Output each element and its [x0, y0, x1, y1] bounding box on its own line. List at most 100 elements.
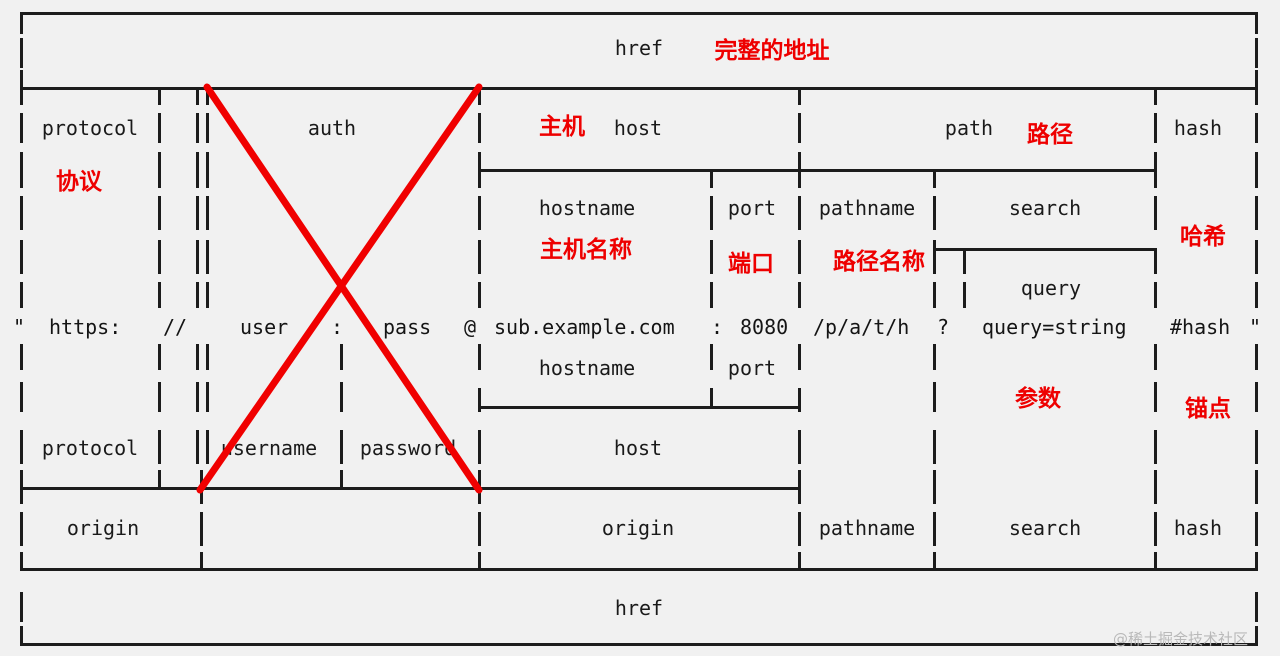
tick-hrefband-right-a [1255, 552, 1258, 570]
annotation-hash: 哈希 [1180, 224, 1226, 250]
divider-query-left-5 [963, 248, 966, 274]
divider-auth-right-3 [478, 152, 481, 188]
tick-origin-search [1154, 470, 1157, 504]
bracket-href-bottom [20, 568, 1258, 571]
divider-slashes-right-9 [196, 430, 199, 464]
divider-right-edge-2 [1255, 113, 1258, 143]
divider-username-right-7 [340, 344, 343, 370]
divider-auth-right-2 [478, 113, 481, 143]
divider-protocol-right-1 [158, 87, 161, 105]
divider-hostname-right-6 [710, 282, 713, 308]
divider-left-edge-4 [20, 196, 23, 230]
tick-hrefband-left-c [20, 626, 23, 646]
bracket-components-top [20, 87, 1258, 90]
label-hash-top: hash [1173, 116, 1223, 140]
tick-hrefband-search-a [1154, 552, 1157, 570]
bracket-origin-top [20, 487, 800, 490]
tick-href-top-right [1255, 12, 1258, 34]
divider-host-right-2 [798, 113, 801, 143]
tick-hrefband-right-c [1255, 626, 1258, 646]
label-origin-right: origin [601, 516, 675, 540]
tick-origin-search-2 [1154, 512, 1157, 546]
divider-right-edge-6 [1255, 282, 1258, 308]
divider-left-edge-9 [20, 430, 23, 464]
divider-auth-left-5 [206, 240, 209, 274]
label-pathname-bottom: pathname [818, 516, 916, 540]
divider-left-edge-5 [20, 240, 23, 274]
annotation-query-params: 参数 [1015, 386, 1061, 412]
tick-origin-left-cap [20, 470, 23, 504]
annotation-protocol: 协议 [56, 169, 102, 195]
tick-href-top-right-end [1255, 70, 1258, 90]
divider-hostname-right-3 [710, 169, 713, 188]
divider-left-edge-3 [20, 152, 23, 188]
annotation-full-address: 完整的地址 [714, 38, 830, 64]
tick-href-top-left-mid [20, 38, 23, 68]
divider-query-left-6 [963, 282, 966, 308]
divider-auth-left-6 [206, 282, 209, 308]
url-part-port: 8080 [740, 315, 789, 339]
divider-search-right-7 [1154, 344, 1157, 370]
tick-origin-left-2 [20, 512, 23, 546]
tick-origin-hash-2 [1255, 512, 1258, 546]
tick-origin-right-cap [798, 470, 801, 504]
tick-origin-username [340, 470, 343, 490]
url-part-username: user [240, 315, 289, 339]
bracket-path-split [800, 169, 1156, 172]
divider-protocol-right-7 [158, 344, 161, 370]
bracket-href-top [20, 12, 1258, 15]
url-part-query: query=string [982, 315, 1127, 339]
tick-origin-hostend-2 [798, 512, 801, 546]
url-part-question-mark: ? [937, 315, 950, 339]
divider-pathname-right-6 [933, 282, 936, 308]
tick-origin-auth-right [478, 470, 481, 504]
annotation-host: 主机 [539, 114, 585, 140]
divider-left-edge-7 [20, 344, 23, 370]
watermark: @稀土掘金技术社区 [1113, 630, 1249, 648]
divider-username-right-8 [340, 382, 343, 412]
divider-host-right-1 [798, 87, 801, 105]
divider-slashes-right-7 [196, 344, 199, 370]
tick-origin-host-2 [478, 512, 481, 546]
label-port-top: port [727, 196, 777, 220]
divider-hostname-right-7 [710, 344, 713, 370]
divider-auth-left-2 [206, 113, 209, 143]
divider-pathname-right-8 [933, 382, 936, 412]
divider-search-right-9 [1154, 430, 1157, 464]
divider-protocol-right-5 [158, 240, 161, 274]
divider-right-edge-5 [1255, 240, 1258, 274]
tick-hrefband-pathname-a [933, 552, 936, 570]
annotation-hostname: 主机名称 [540, 237, 632, 263]
label-protocol-top: protocol [41, 116, 139, 140]
url-part-protocol: https: [49, 315, 122, 339]
label-hostname-top: hostname [538, 196, 636, 220]
url-part-slashes: // [163, 315, 188, 339]
annotation-path: 路径 [1027, 122, 1073, 148]
tick-hrefband-host-a [478, 552, 481, 570]
tick-hrefband-left-b [20, 592, 23, 622]
tick-origin-pathname [933, 470, 936, 504]
divider-left-edge-6 [20, 282, 23, 308]
url-part-colon-port: : [711, 315, 724, 339]
label-hostname-bottom: hostname [538, 356, 636, 380]
annotation-anchor: 锚点 [1185, 396, 1231, 422]
url-part-hash: #hash [1170, 315, 1231, 339]
divider-slashes-right-1 [196, 87, 199, 105]
url-part-password: pass [383, 315, 432, 339]
divider-pathname-right-3 [933, 169, 936, 188]
divider-right-edge-7 [1255, 344, 1258, 370]
divider-hostname-right-4 [710, 196, 713, 230]
divider-auth-right-9 [478, 430, 481, 464]
url-part-close-quote: " [1249, 315, 1262, 339]
divider-auth-right-8 [478, 388, 481, 412]
divider-right-edge-8 [1255, 382, 1258, 412]
divider-protocol-right-9 [158, 430, 161, 464]
bracket-hostport-bottom [480, 406, 800, 409]
url-part-colon-auth: : [331, 315, 344, 339]
divider-host-right-9 [798, 430, 801, 464]
divider-path-right-1 [1154, 87, 1157, 105]
divider-search-right-6 [1154, 282, 1157, 308]
divider-auth-right-1 [478, 87, 481, 105]
divider-hostname-right-8 [710, 388, 713, 409]
